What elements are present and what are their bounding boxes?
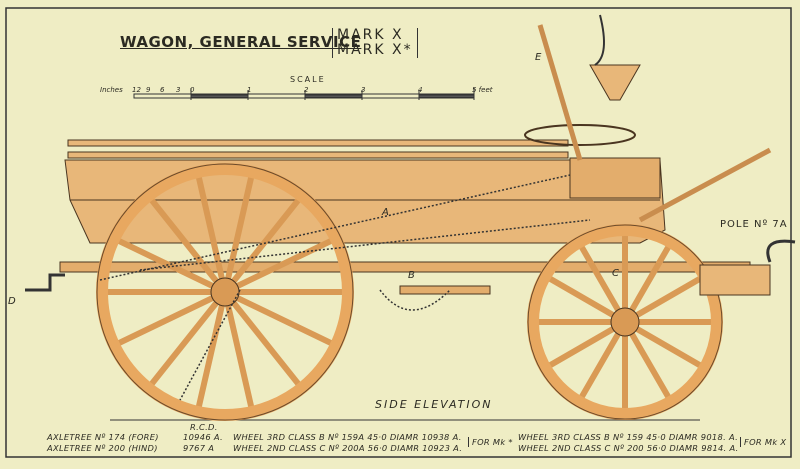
- for-mark-x-star: FOR Mk *: [468, 437, 513, 447]
- wheel-spoke: [222, 166, 257, 293]
- wagon-body: [59, 139, 751, 295]
- part-label-a: A: [382, 207, 389, 218]
- pole: [638, 147, 796, 296]
- sheet-border: [5, 7, 792, 458]
- rcd-header: R.C.D.: [190, 422, 218, 432]
- part-label-d: D: [8, 296, 16, 307]
- wheel-spoke: [573, 236, 628, 324]
- scale-tick: 12: [132, 86, 141, 94]
- wheel-spoke: [193, 166, 228, 293]
- axletree-hind-rcd: 9767 A: [183, 443, 215, 453]
- mark-x-star: MARK X*: [337, 42, 413, 58]
- wheel-tyre: [96, 163, 354, 421]
- front-wheel: [527, 224, 723, 420]
- chains: [99, 174, 591, 401]
- wheel-spoke: [573, 320, 628, 408]
- view-label: SIDE ELEVATION: [375, 398, 493, 411]
- scale-tick: 4: [418, 86, 423, 94]
- brake-crank: [25, 273, 65, 292]
- axletree-fore-rcd: 10946 A.: [183, 432, 223, 442]
- scale-unit-feet: 5 feet: [472, 86, 493, 94]
- wheel-hub: [610, 307, 640, 337]
- mark-x: MARK X: [337, 27, 404, 43]
- for-mark-x: FOR Mk X: [740, 437, 786, 447]
- wheel-spoke: [142, 290, 228, 394]
- scale-tick: 0: [190, 86, 195, 94]
- wheel-spoke: [222, 190, 308, 294]
- wheel-spoke: [108, 289, 227, 351]
- wheel-tyre: [527, 224, 723, 420]
- scale-unit-inches: Inches: [100, 86, 123, 94]
- wheel-spoke: [193, 291, 228, 418]
- wheel-spoke: [623, 270, 711, 325]
- wheel-spoke: [622, 320, 677, 408]
- scale-title: SCALE: [290, 75, 326, 84]
- wheel-spoke: [223, 289, 342, 351]
- pole-label: POLE Nº 7A: [720, 219, 788, 230]
- wheel-spoke: [222, 290, 308, 394]
- scale-tick: 1: [247, 86, 252, 94]
- part-label-b: B: [408, 270, 415, 281]
- scale-tick: 6: [160, 86, 165, 94]
- axletree-fore: AXLETREE Nº 174 (FORE): [47, 432, 159, 442]
- mark-designations: MARK X MARK X*: [332, 28, 418, 58]
- drawing-title: WAGON, GENERAL SERVICE: [120, 33, 362, 51]
- drivers-seat: [524, 14, 641, 161]
- wheel-spoke: [539, 270, 627, 325]
- scale-tick: 3: [361, 86, 366, 94]
- part-label-e: E: [535, 52, 542, 63]
- wheel-spoke: [622, 236, 677, 324]
- wheel-spoke: [222, 291, 257, 418]
- wheel-spoke: [539, 319, 627, 374]
- wheel-row: WHEEL 2ND CLASS C Nº 200 56·0 DIAMR 9814…: [518, 443, 739, 453]
- wheel-row: WHEEL 2ND CLASS C Nº 200A 56·0 DIAMR 109…: [233, 443, 463, 453]
- scale-bar: [133, 88, 475, 100]
- wheel-spoke: [223, 233, 342, 295]
- scale-tick: 2: [304, 86, 309, 94]
- wheel-felloe: [527, 224, 723, 420]
- wheel-hub: [210, 277, 240, 307]
- axletree-hind: AXLETREE Nº 200 (HIND): [47, 443, 158, 453]
- wheel-spoke: [623, 319, 711, 374]
- wheel-row: WHEEL 3RD CLASS B Nº 159A 45·0 DIAMR 109…: [233, 432, 462, 442]
- wheel-spoke: [142, 190, 228, 294]
- scale-tick: 9: [146, 86, 151, 94]
- wheel-row: WHEEL 3RD CLASS B Nº 159 45·0 DIAMR 9018…: [518, 432, 739, 442]
- part-label-c: C: [612, 268, 619, 279]
- scale-tick: 3: [176, 86, 181, 94]
- wheel-felloe: [96, 163, 354, 421]
